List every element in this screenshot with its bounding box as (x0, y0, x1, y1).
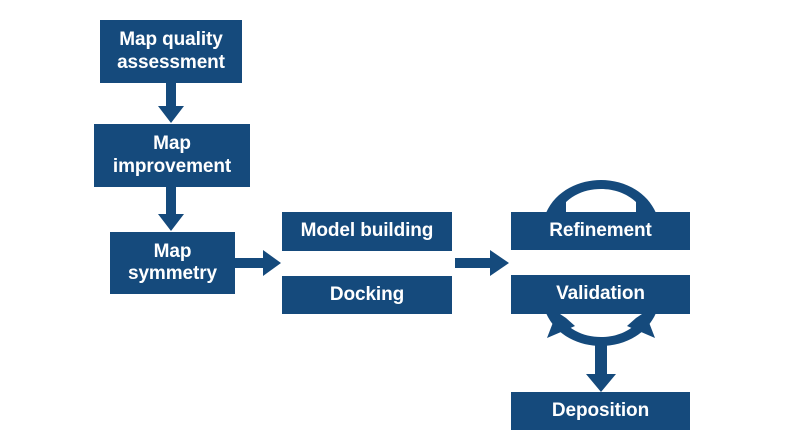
arrow-building-to-refinement (455, 250, 509, 276)
node-validation[interactable]: Validation (511, 275, 690, 314)
node-docking-label: Docking (329, 283, 405, 305)
node-model-building-label: Model building (300, 220, 434, 242)
node-deposition-label: Deposition (551, 399, 650, 421)
arrow-symmetry-to-building (235, 250, 281, 276)
node-validation-label: Validation (556, 283, 645, 305)
node-map-quality-assessment[interactable]: Map quality assessment (100, 20, 242, 83)
arrow-improvement-to-symmetry (158, 187, 184, 231)
node-map-improvement-label: Map improvement (112, 133, 232, 177)
node-refinement[interactable]: Refinement (511, 212, 690, 250)
node-map-symmetry[interactable]: Map symmetry (110, 232, 235, 294)
node-model-building[interactable]: Model building (282, 212, 452, 251)
node-deposition[interactable]: Deposition (511, 392, 690, 430)
node-map-improvement[interactable]: Map improvement (94, 124, 250, 187)
node-map-symmetry-label: Map symmetry (128, 240, 217, 284)
arrow-quality-to-improvement (158, 83, 184, 123)
node-map-quality-assessment-label: Map quality assessment (117, 29, 225, 73)
node-docking[interactable]: Docking (282, 276, 452, 314)
arrow-cycle-bottom (546, 310, 656, 346)
arrow-cycle-to-deposition (586, 340, 616, 392)
node-refinement-label: Refinement (549, 219, 652, 241)
